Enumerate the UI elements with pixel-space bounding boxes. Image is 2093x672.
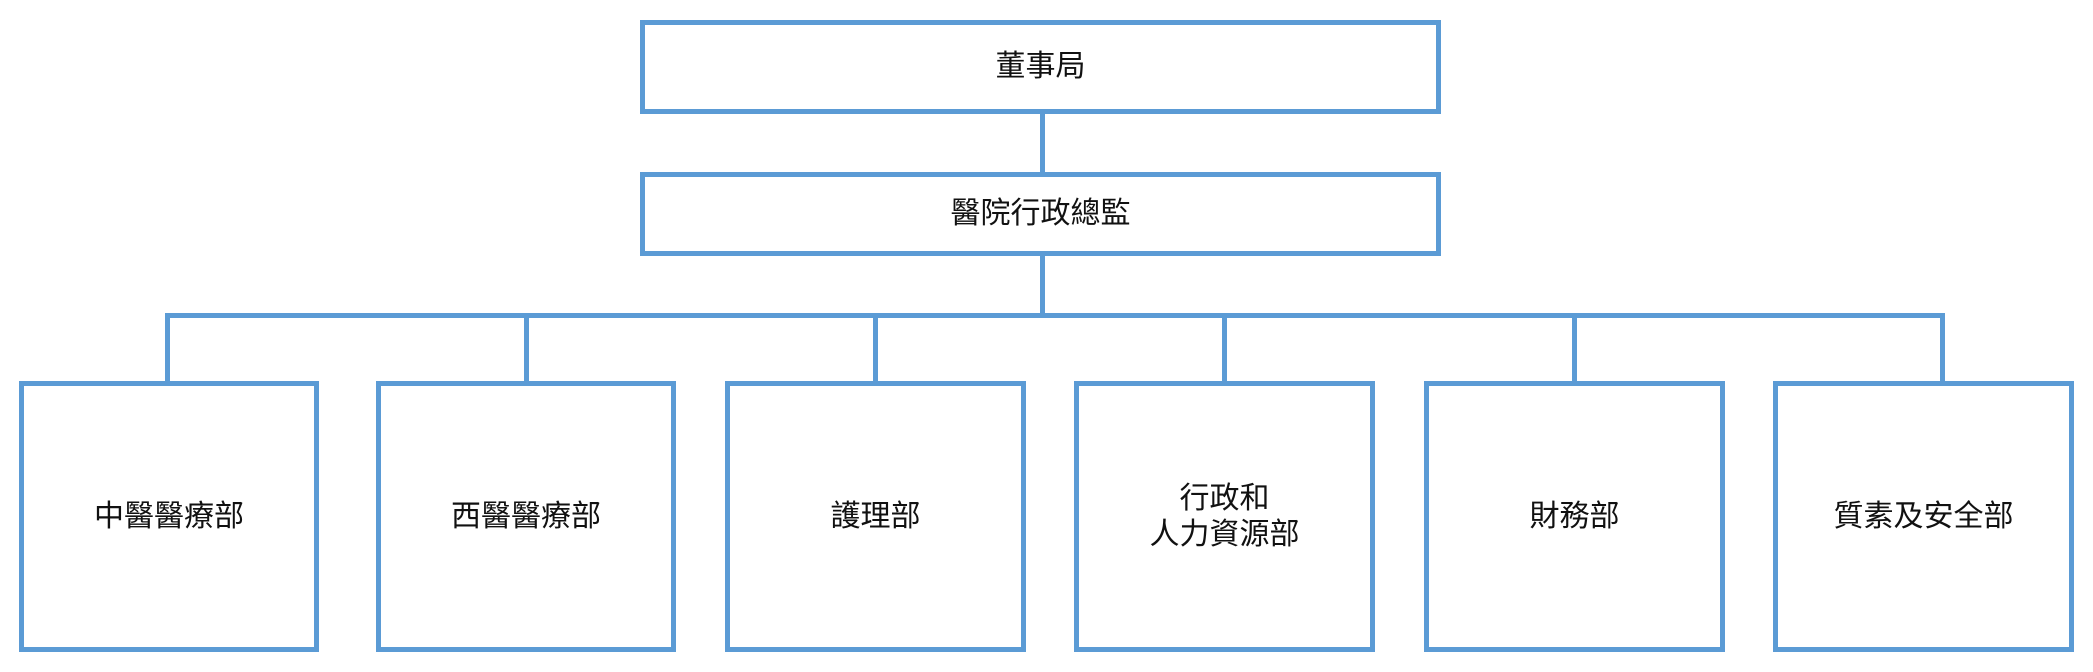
director-label: 醫院行政總監: [950, 196, 1131, 231]
connector-director-trunk: [1040, 256, 1045, 313]
department-label-line: 中醫醫療部: [94, 498, 244, 534]
board-box: 董事局: [640, 20, 1441, 114]
department-label-line: 人力資源部: [1149, 516, 1300, 552]
connector-horizontal-bar: [165, 313, 1945, 318]
department-label-nursing: 護理部: [831, 499, 921, 535]
department-label-chinese-medicine: 中醫醫療部: [94, 499, 244, 535]
department-label-western-medicine: 西醫醫療部: [451, 499, 601, 535]
connector-drop-4: [1222, 313, 1227, 383]
director-box: 醫院行政總監: [640, 172, 1441, 256]
department-label-line: 西醫醫療部: [451, 498, 601, 534]
connector-board-director: [1040, 114, 1045, 172]
department-box-western-medicine: 西醫醫療部: [376, 381, 676, 652]
connector-drop-1: [165, 313, 170, 383]
department-box-nursing: 護理部: [725, 381, 1026, 652]
connector-drop-3: [873, 313, 878, 383]
department-box-finance: 財務部: [1424, 381, 1725, 652]
department-box-quality-safety: 質素及安全部: [1773, 381, 2074, 652]
connector-drop-5: [1572, 313, 1577, 383]
board-label: 董事局: [995, 49, 1086, 84]
department-box-chinese-medicine: 中醫醫療部: [19, 381, 319, 652]
department-label-line: 護理部: [830, 498, 921, 534]
connector-drop-2: [524, 313, 529, 383]
department-label-line: 質素及安全部: [1833, 498, 2014, 534]
connector-drop-6: [1940, 313, 1945, 383]
department-label-line: 行政和: [1179, 480, 1270, 516]
department-label-line: 財務部: [1529, 498, 1620, 534]
department-label-finance: 財務部: [1530, 499, 1620, 535]
department-label-admin-hr: 行政和 人力資源部: [1150, 481, 1300, 553]
department-box-admin-hr: 行政和 人力資源部: [1074, 381, 1375, 652]
department-label-quality-safety: 質素及安全部: [1834, 499, 2014, 535]
